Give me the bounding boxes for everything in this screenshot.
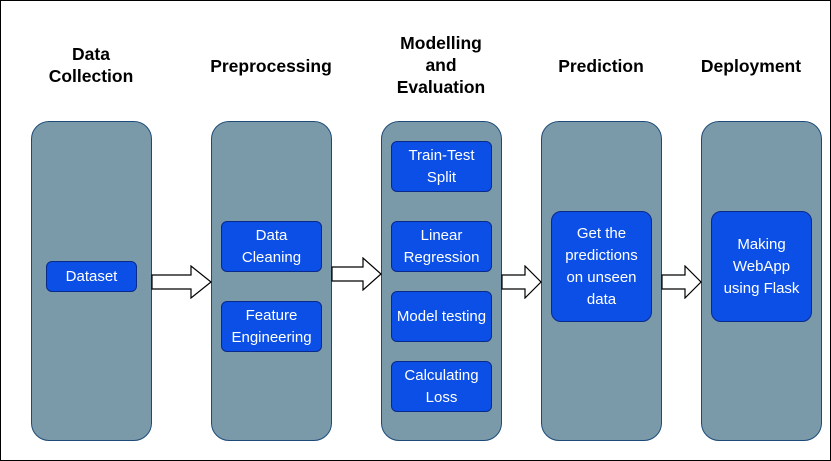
stage-column-preprocessing [211,121,332,441]
stage-title-prediction: Prediction [558,56,644,76]
stage-title-data-collection: Data Collection [48,44,134,86]
step-feature-engineering: Feature Engineering [221,301,322,352]
stage-title-modelling-evaluation: Modelling and Evaluation [396,33,486,97]
step-dataset: Dataset [46,261,137,292]
stage-title-preprocessing: Preprocessing [210,56,332,76]
step-linear-regression: Linear Regression [391,221,492,272]
block-right-arrow-icon [661,265,702,299]
block-right-arrow-icon [501,265,542,299]
step-making-webapp: Making WebApp using Flask [711,211,812,322]
step-train-test-split: Train-Test Split [391,141,492,192]
step-data-cleaning: Data Cleaning [221,221,322,272]
block-right-arrow-icon [331,257,382,291]
block-right-arrow-icon [151,265,212,299]
stage-title-deployment: Deployment [700,56,802,76]
step-calculating-loss: Calculating Loss [391,361,492,412]
step-model-testing: Model testing [391,291,492,342]
step-get-predictions: Get the predictions on unseen data [551,211,652,322]
